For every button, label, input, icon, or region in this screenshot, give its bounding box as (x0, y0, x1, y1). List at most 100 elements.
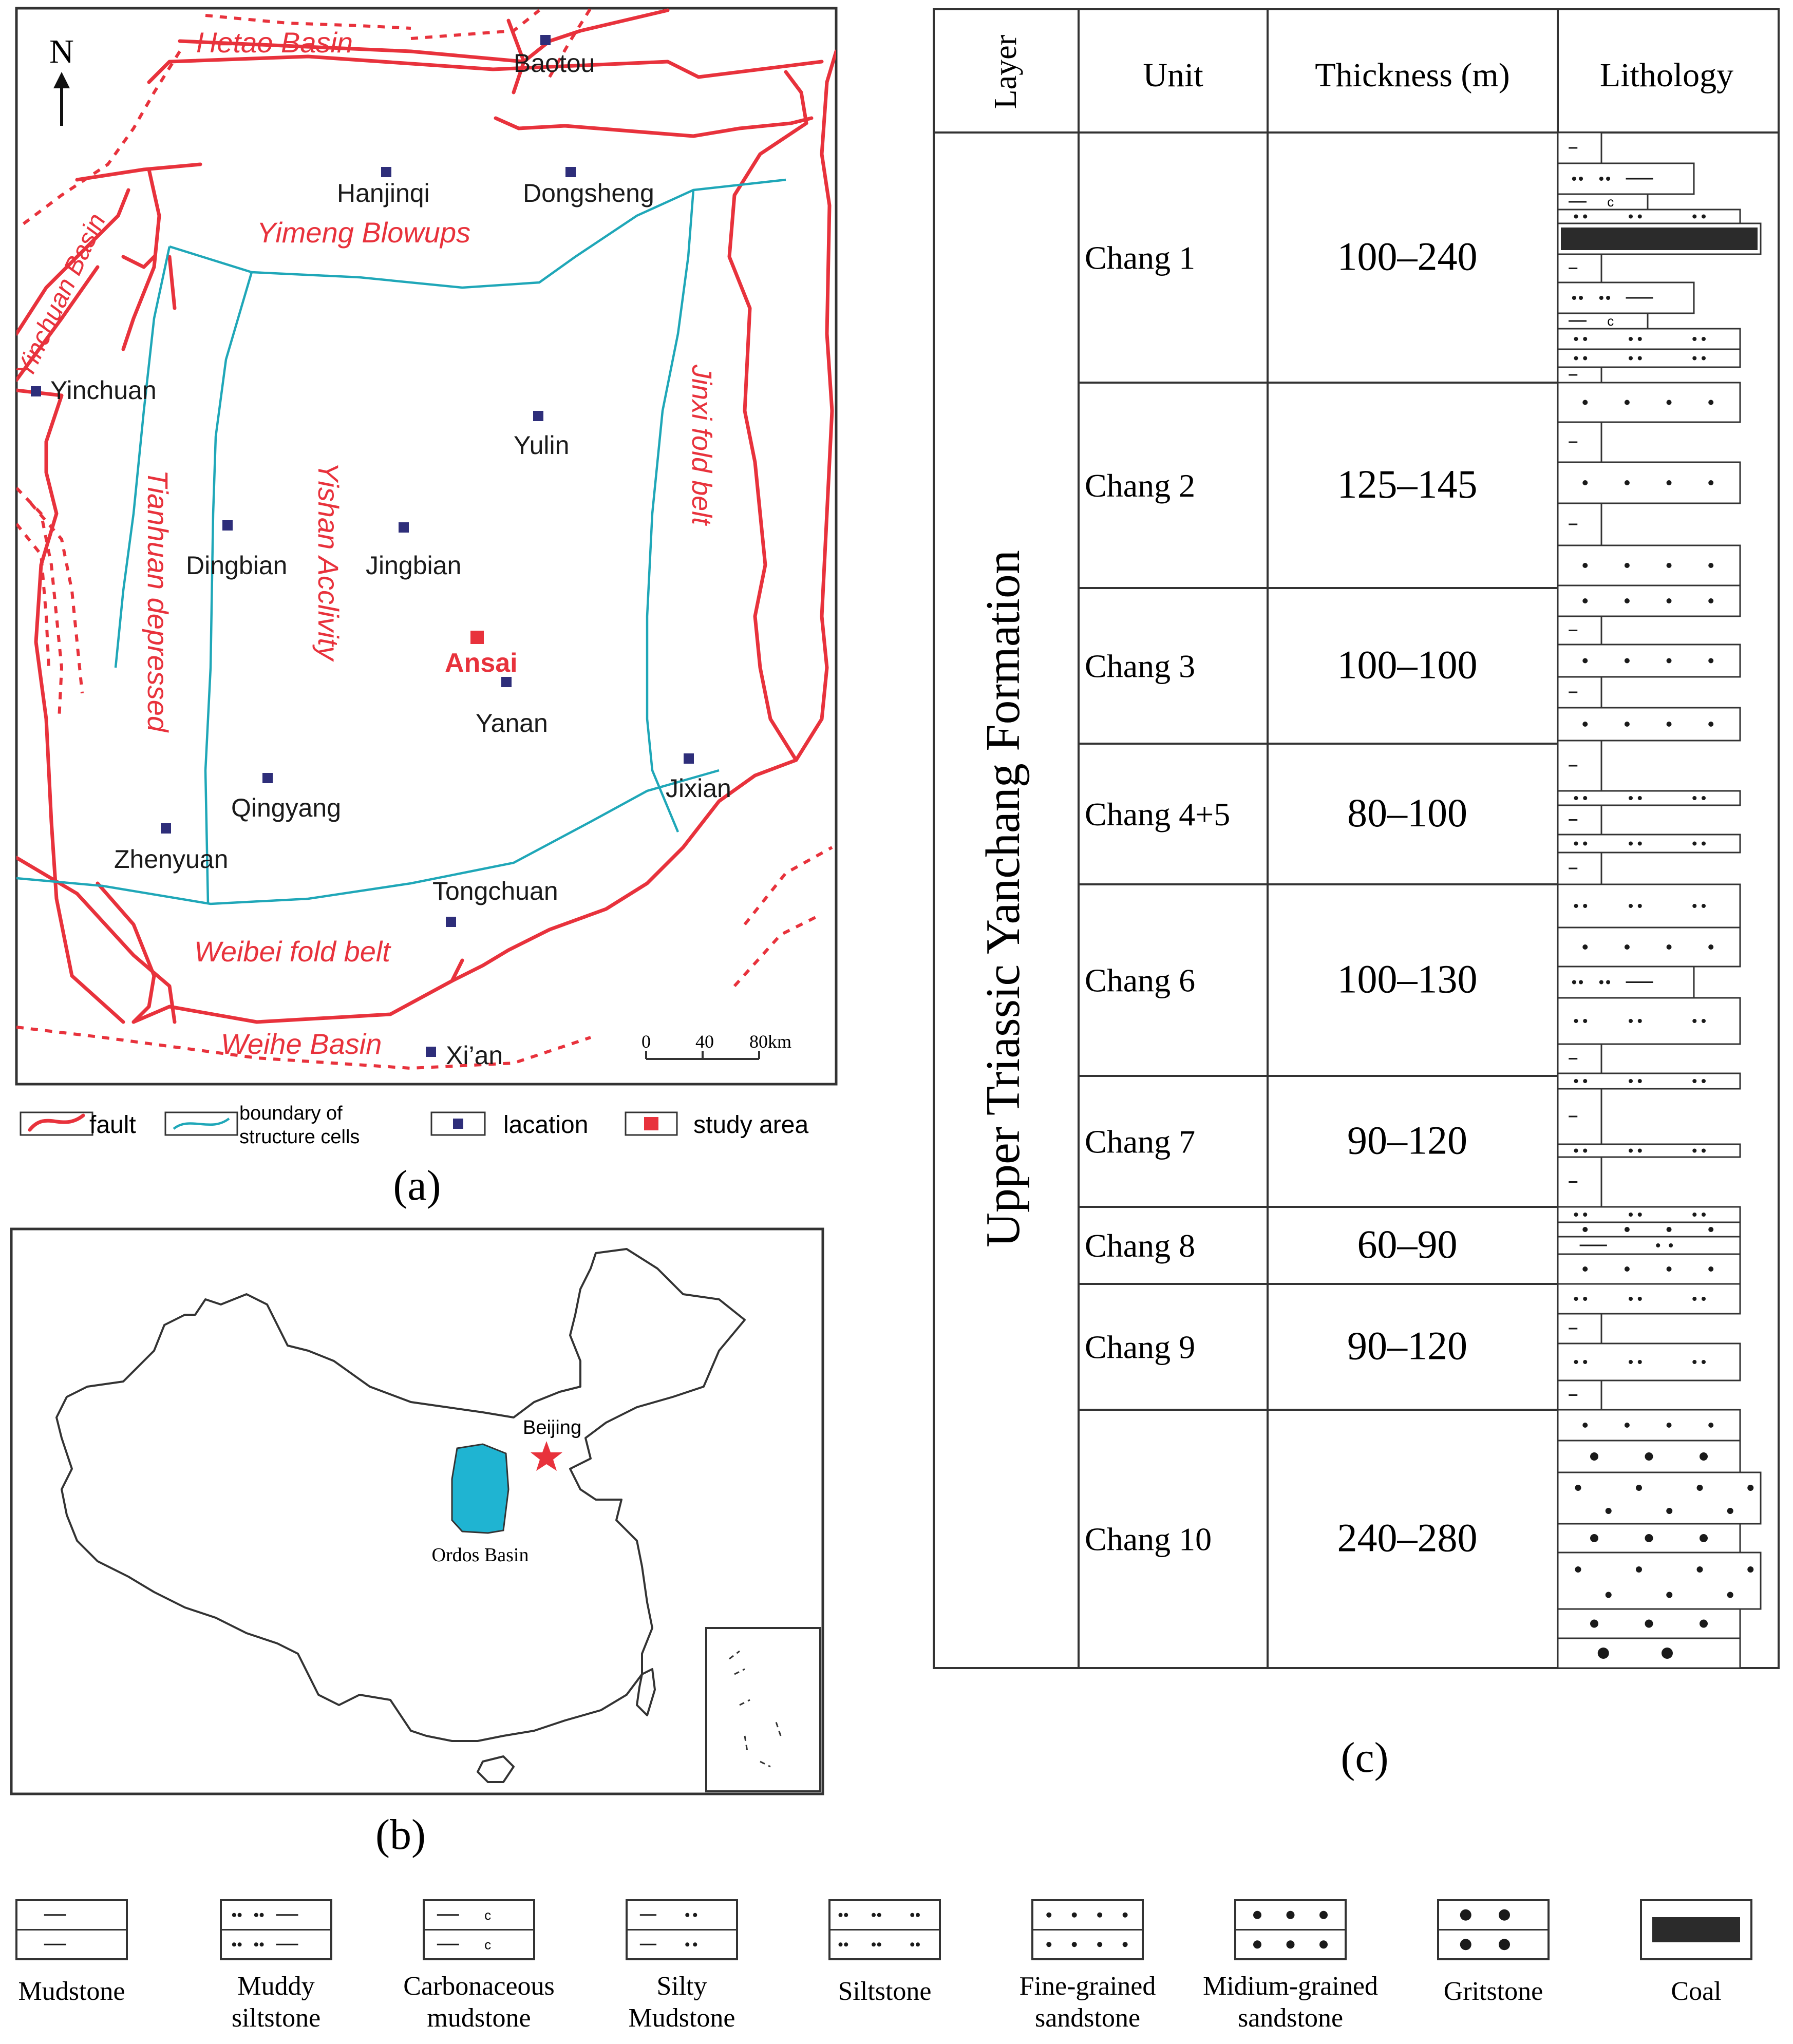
lithology-segment (1557, 740, 1602, 792)
label-jingbian: Jingbian (366, 551, 461, 580)
label-hanjinqi: Hanjinqi (337, 179, 430, 207)
unit-thickness: 125–145 (1337, 462, 1478, 506)
lithology-segment (1557, 348, 1741, 368)
lithology-segment (1557, 804, 1602, 836)
lithology-segment (1557, 1471, 1762, 1525)
scale-bar: 0 40 80km (641, 1031, 791, 1060)
lithology-segment (1557, 644, 1741, 678)
lithology-segment (1557, 1253, 1741, 1285)
lithology-segment (1557, 834, 1741, 854)
taiwan-island (636, 1668, 656, 1716)
unit-thickness: 100–240 (1337, 234, 1478, 279)
structure-cell-boundaries (16, 178, 786, 905)
lithology-segment (1557, 584, 1741, 617)
unit-name: Chang 4+5 (1085, 796, 1230, 832)
marker-zhenyuan (161, 823, 171, 834)
legend-label: Carbonaceous (403, 1972, 555, 2001)
map-frame (15, 7, 838, 1086)
lithology-segment (1557, 676, 1602, 709)
lithology-segment (1557, 1313, 1602, 1345)
unit-thickness: 60–90 (1357, 1222, 1458, 1266)
lithology-segment (1557, 1551, 1762, 1610)
panel-a-caption: (a) (393, 1162, 441, 1209)
label-yanan: Yanan (476, 709, 548, 737)
legend-label: siltstone (232, 2003, 320, 2033)
header-lithology: Lithology (1600, 56, 1733, 94)
lithology-segment (1557, 461, 1741, 504)
svg-text:c: c (484, 1907, 491, 1923)
legend-item-siltstone: Siltstone (828, 1899, 941, 2006)
unit-name: Chang 7 (1085, 1124, 1195, 1160)
label-yinchuan: Yinchuan (50, 376, 157, 405)
lithology-segment (1557, 1523, 1741, 1554)
label-zhenyuan: Zhenyuan (114, 845, 228, 874)
unit-dividers (1079, 382, 1558, 1411)
legend-label: Coal (1671, 1977, 1721, 2006)
label-dongsheng: Dongsheng (523, 179, 654, 207)
marker-jixian (684, 753, 694, 764)
legend-study-area-label: study area (693, 1111, 808, 1139)
lithology-segment (1557, 1143, 1741, 1158)
label-tongchuan: Tongchuan (432, 877, 558, 905)
label-baotou: Baotou (514, 49, 595, 78)
label-yimeng-blowups: Yimeng Blowups (257, 216, 470, 249)
legend-boundary-label-1: boundary of (239, 1103, 343, 1124)
study-area-marker (470, 631, 484, 644)
lithology-segment (1557, 966, 1695, 999)
lithology-segment (1557, 1043, 1602, 1074)
unit-thickness: 100–130 (1337, 957, 1478, 1001)
china-map-frame (10, 1227, 824, 1795)
legend-label: sandstone (1035, 2003, 1140, 2033)
lithology-segment (1557, 615, 1602, 646)
legend-item-coal: Coal (1640, 1899, 1752, 2006)
legend-label: Mudstone (629, 2003, 735, 2033)
lithology-segment (1557, 1283, 1741, 1315)
panel-c-stratigraphic-table: Layer Unit Thickness (m) Lithology Upper… (933, 8, 1780, 1669)
lithology-segment (1557, 790, 1741, 806)
label-xian: Xi’an (446, 1041, 503, 1070)
panel-a-legend: fault boundary of structure cells lacati… (20, 1103, 808, 1148)
unit-name: Chang 6 (1085, 962, 1195, 999)
china-outline (55, 1248, 746, 1742)
header-layer: Layer (988, 34, 1023, 109)
legend-boundary-label-2: structure cells (239, 1126, 360, 1148)
legend-item-gritstone: Gritstone (1437, 1899, 1550, 2006)
panel-b-caption: (b) (375, 1811, 426, 1859)
unit-name: Chang 8 (1085, 1227, 1195, 1264)
fault-lines (16, 8, 836, 1024)
label-yinchuan-basin: Yinchuan Basin (10, 209, 111, 383)
svg-text:N: N (49, 33, 74, 70)
svg-text:c: c (484, 1937, 491, 1952)
lithology-segment (1557, 1637, 1741, 1669)
ordos-basin-area (451, 1443, 509, 1534)
label-dingbian: Dingbian (186, 551, 287, 580)
panel-c-caption: (c) (1341, 1734, 1388, 1782)
hainan-island (477, 1755, 515, 1783)
lithology-segment (1557, 1409, 1741, 1442)
lithology-segment (1557, 281, 1695, 314)
label-weihe-basin: Weihe Basin (221, 1028, 382, 1060)
lithology-segment (1557, 1156, 1602, 1208)
beijing-star-icon (531, 1441, 562, 1471)
lithology-segment (1557, 366, 1602, 384)
header-unit: Unit (1143, 56, 1203, 94)
north-arrow: N (49, 33, 74, 126)
lithology-segment (1557, 1221, 1741, 1238)
unit-thickness: 80–100 (1347, 790, 1467, 835)
lithology-segment (1557, 1379, 1602, 1411)
marker-yinchuan (31, 386, 41, 396)
marker-jingbian (399, 522, 409, 533)
scale-label-40: 40 (695, 1031, 714, 1052)
marker-xian (426, 1047, 436, 1057)
label-ansai: Ansai (445, 648, 518, 678)
unit-name: Chang 3 (1085, 648, 1195, 685)
legend-label: mudstone (427, 2003, 531, 2033)
legend-label: Mudstone (18, 1977, 125, 2006)
lithology-segment (1557, 851, 1602, 885)
legend-label: Midium-grained (1203, 1972, 1378, 2001)
